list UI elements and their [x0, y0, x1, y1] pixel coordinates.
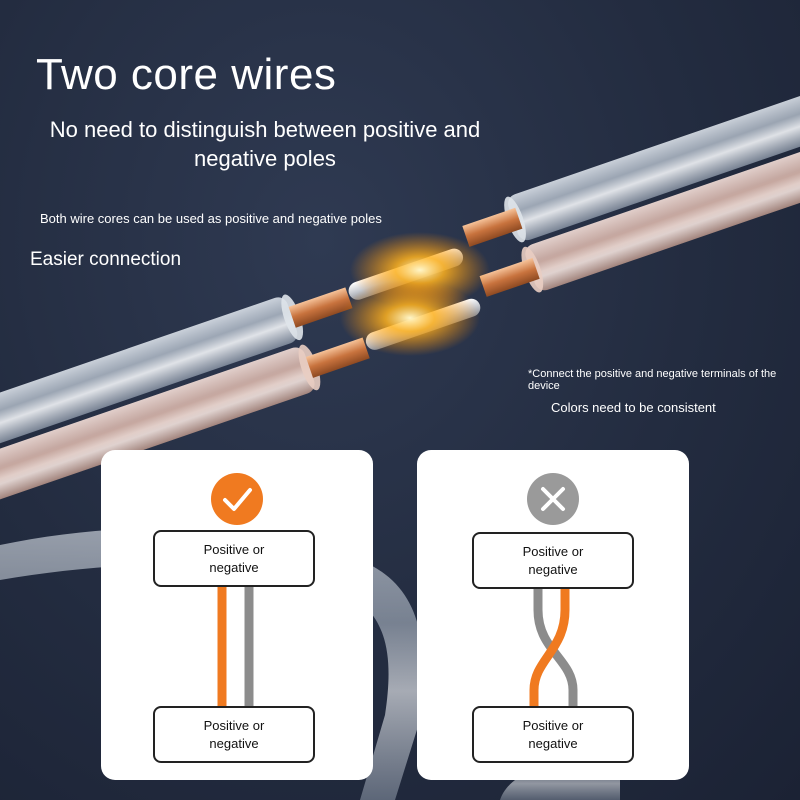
- page-subtitle: No need to distinguish between positive …: [49, 117, 481, 171]
- wrong-wiring-card: Positive or negative Positive or negativ…: [417, 450, 689, 780]
- easier-connection-label: Easier connection: [30, 249, 182, 270]
- top-terminal-box: Positive or negative: [153, 530, 315, 587]
- connect-terminals-note: *Connect the positive and negative termi…: [528, 368, 777, 392]
- bottom-terminal-box: Positive or negative: [153, 706, 315, 763]
- cross-icon: [527, 473, 579, 525]
- cores-note: Both wire cores can be used as positive …: [40, 211, 382, 226]
- crossed-leads: [529, 589, 578, 706]
- correct-wiring-card: Positive or negative Positive or negativ…: [101, 450, 373, 780]
- check-icon: [211, 473, 263, 525]
- bottom-terminal-box: Positive or negative: [472, 706, 634, 763]
- bottom-terminal-label: Positive or negative: [203, 717, 265, 751]
- colors-consistent-note: Colors need to be consistent: [551, 400, 716, 415]
- top-terminal-label: Positive or negative: [203, 541, 265, 575]
- top-terminal-box: Positive or negative: [472, 532, 634, 589]
- top-terminal-label: Positive or negative: [522, 543, 584, 577]
- parallel-leads: [217, 587, 254, 706]
- bottom-terminal-label: Positive or negative: [522, 717, 584, 751]
- page-title: Two core wires: [36, 50, 337, 99]
